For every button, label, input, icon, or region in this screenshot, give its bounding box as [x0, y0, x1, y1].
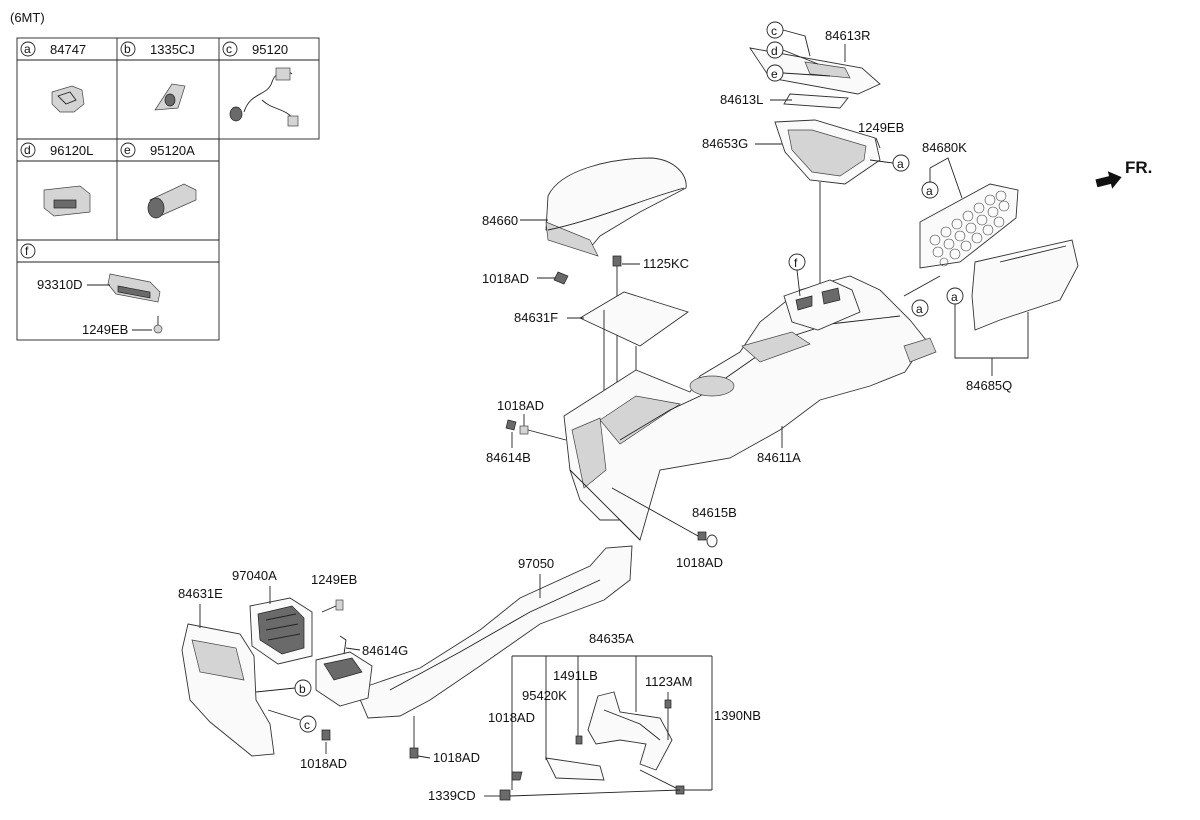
marker-b-rear: b	[299, 682, 306, 696]
legend-letter-c: c	[226, 42, 232, 56]
bracket-84635A	[545, 691, 673, 781]
variant-label: (6MT)	[10, 10, 45, 25]
legend-table: a 84747 b 1335CJ c 95120	[16, 37, 320, 341]
legend-item-e: e 95120A	[120, 142, 197, 219]
callout-97040A: 97040A	[232, 568, 277, 583]
marker-e-tray: e	[771, 67, 778, 81]
rear-vent-97040A	[249, 597, 313, 665]
mesh-grille-84680K	[919, 183, 1019, 269]
legend-letter-a: a	[24, 42, 31, 56]
power-socket-icon	[147, 183, 197, 219]
side-cover-84685Q	[971, 239, 1079, 331]
screw-icon	[153, 316, 163, 334]
legend-letter-e: e	[124, 143, 131, 157]
legend-part-a: 84747	[50, 42, 86, 57]
callout-1249EB-top: 1249EB	[858, 120, 904, 135]
marker-a-cover: a	[951, 290, 958, 304]
callout-84613R: 84613R	[825, 28, 871, 43]
legend-part-c: 95120	[252, 42, 288, 57]
callout-84614G: 84614G	[362, 643, 408, 658]
marker-a-grille: a	[926, 184, 933, 198]
callout-1018AD-rear: 1018AD	[300, 756, 347, 771]
callout-84680K: 84680K	[922, 140, 967, 155]
legend-part-e: 95120A	[150, 143, 195, 158]
legend-item-b: b 1335CJ	[120, 41, 195, 111]
callout-84660: 84660	[482, 213, 518, 228]
legend-part-b: 1335CJ	[150, 42, 195, 57]
armrest-84660	[545, 157, 687, 257]
callout-1125KC: 1125KC	[643, 256, 689, 271]
plug-icon	[154, 83, 186, 111]
wiring-harness-icon	[229, 67, 299, 127]
console-body-84611A	[563, 275, 937, 541]
marker-c-rear: c	[304, 718, 310, 732]
legend-letter-f: f	[25, 244, 29, 258]
marker-f-console: f	[794, 256, 798, 270]
callout-1249EB-vent: 1249EB	[311, 572, 357, 587]
callout-84631E: 84631E	[178, 586, 223, 601]
marker-a-grille-lower: a	[916, 302, 923, 316]
front-label: FR.	[1125, 158, 1152, 177]
rear-cover-84631E	[181, 623, 275, 757]
callout-84611A: 84611A	[757, 450, 801, 465]
legend-item-d: d 96120L	[20, 142, 93, 217]
callout-95420K: 95420K	[522, 688, 567, 703]
front-arrow-icon	[1095, 171, 1122, 189]
legend-item-c: c 95120	[222, 41, 299, 127]
marker-d-tray: d	[771, 44, 778, 58]
legend-letter-d: d	[24, 143, 31, 157]
usb-jack-icon	[43, 185, 91, 217]
callout-97050: 97050	[518, 556, 554, 571]
callout-1018AD-duct: 1018AD	[433, 750, 480, 765]
callout-1018AD-side: 1018AD	[497, 398, 544, 413]
callout-1018AD-bracket: 1018AD	[488, 710, 535, 725]
legend-item-a: a 84747	[20, 41, 86, 113]
legend-part-93310D: 93310D	[37, 277, 83, 292]
legend-letter-b: b	[124, 42, 131, 56]
pad-84631F	[579, 291, 690, 347]
marker-c-tray: c	[771, 24, 777, 38]
upper-tray-assembly	[749, 47, 881, 300]
callout-84615B: 84615B	[692, 505, 737, 520]
callout-84685Q: 84685Q	[966, 378, 1012, 393]
callout-84631F: 84631F	[514, 310, 558, 325]
legend-item-f: f 93310D 1249EB	[20, 243, 163, 337]
front-direction-indicator: FR.	[1095, 158, 1152, 189]
callout-84614B: 84614B	[486, 450, 531, 465]
callout-1018AD-armrest: 1018AD	[482, 271, 529, 286]
switch-module-icon	[107, 273, 161, 303]
callout-1339CD: 1339CD	[428, 788, 476, 803]
callout-84613L: 84613L	[720, 92, 763, 107]
callout-1018AD-mid: 1018AD	[676, 555, 723, 570]
marker-a-tray: a	[897, 157, 904, 171]
clip-icon	[51, 85, 85, 113]
callout-1123AM: 1123AM	[645, 674, 692, 689]
callout-1390NB: 1390NB	[714, 708, 761, 723]
callout-84635A: 84635A	[589, 631, 634, 646]
callout-84653G: 84653G	[702, 136, 748, 151]
legend-part-1249EB: 1249EB	[82, 322, 128, 337]
duct-97050	[315, 545, 633, 719]
callout-1491LB: 1491LB	[553, 668, 598, 683]
legend-part-d: 96120L	[50, 143, 93, 158]
